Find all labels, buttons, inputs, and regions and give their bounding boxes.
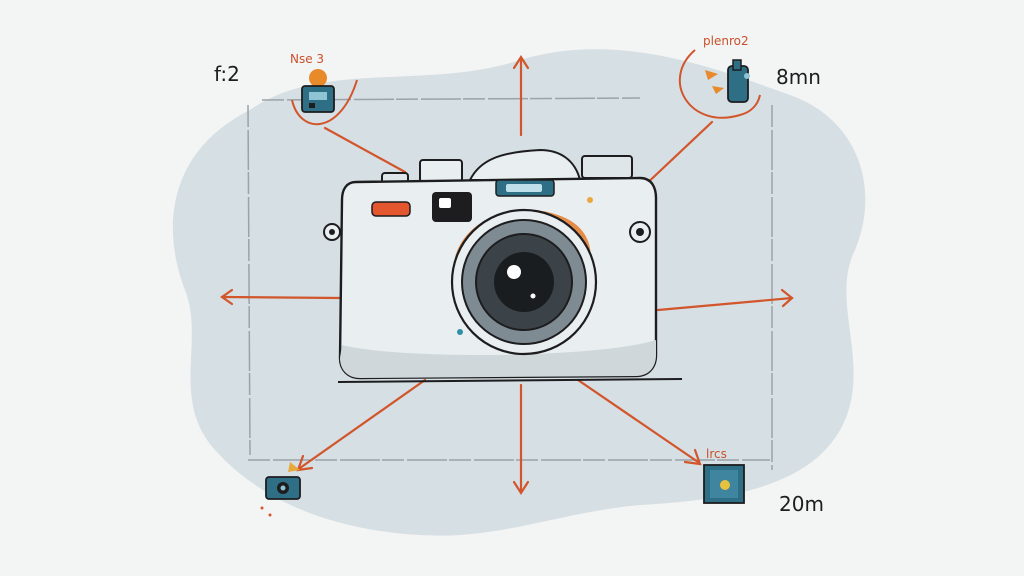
arrows (220, 54, 794, 496)
square-camera-icon (703, 464, 745, 504)
arrow-down-left (298, 378, 427, 470)
tripod-camera-icon (260, 462, 301, 517)
camera-illustration (323, 148, 658, 380)
hand-camera-icon (705, 59, 750, 103)
connector-top-right (640, 120, 714, 190)
label-top-right: 8mn (776, 65, 821, 89)
label-bottom-right-small: lrcs (706, 447, 727, 461)
arrow-left (220, 295, 342, 300)
arc-top-right (678, 49, 761, 119)
connector-top-left (323, 126, 407, 174)
label-top-left-small: Nse 3 (290, 52, 324, 66)
label-top-left: f:2 (214, 62, 240, 86)
small-camera-icon (301, 69, 335, 113)
arrow-down-right (576, 378, 700, 464)
label-top-right-small: plenro2 (703, 34, 749, 48)
label-bottom-right: 20m (779, 492, 824, 516)
arc-top-left (291, 79, 358, 126)
arrow-right (656, 296, 794, 312)
camera-ground-line (337, 378, 683, 383)
